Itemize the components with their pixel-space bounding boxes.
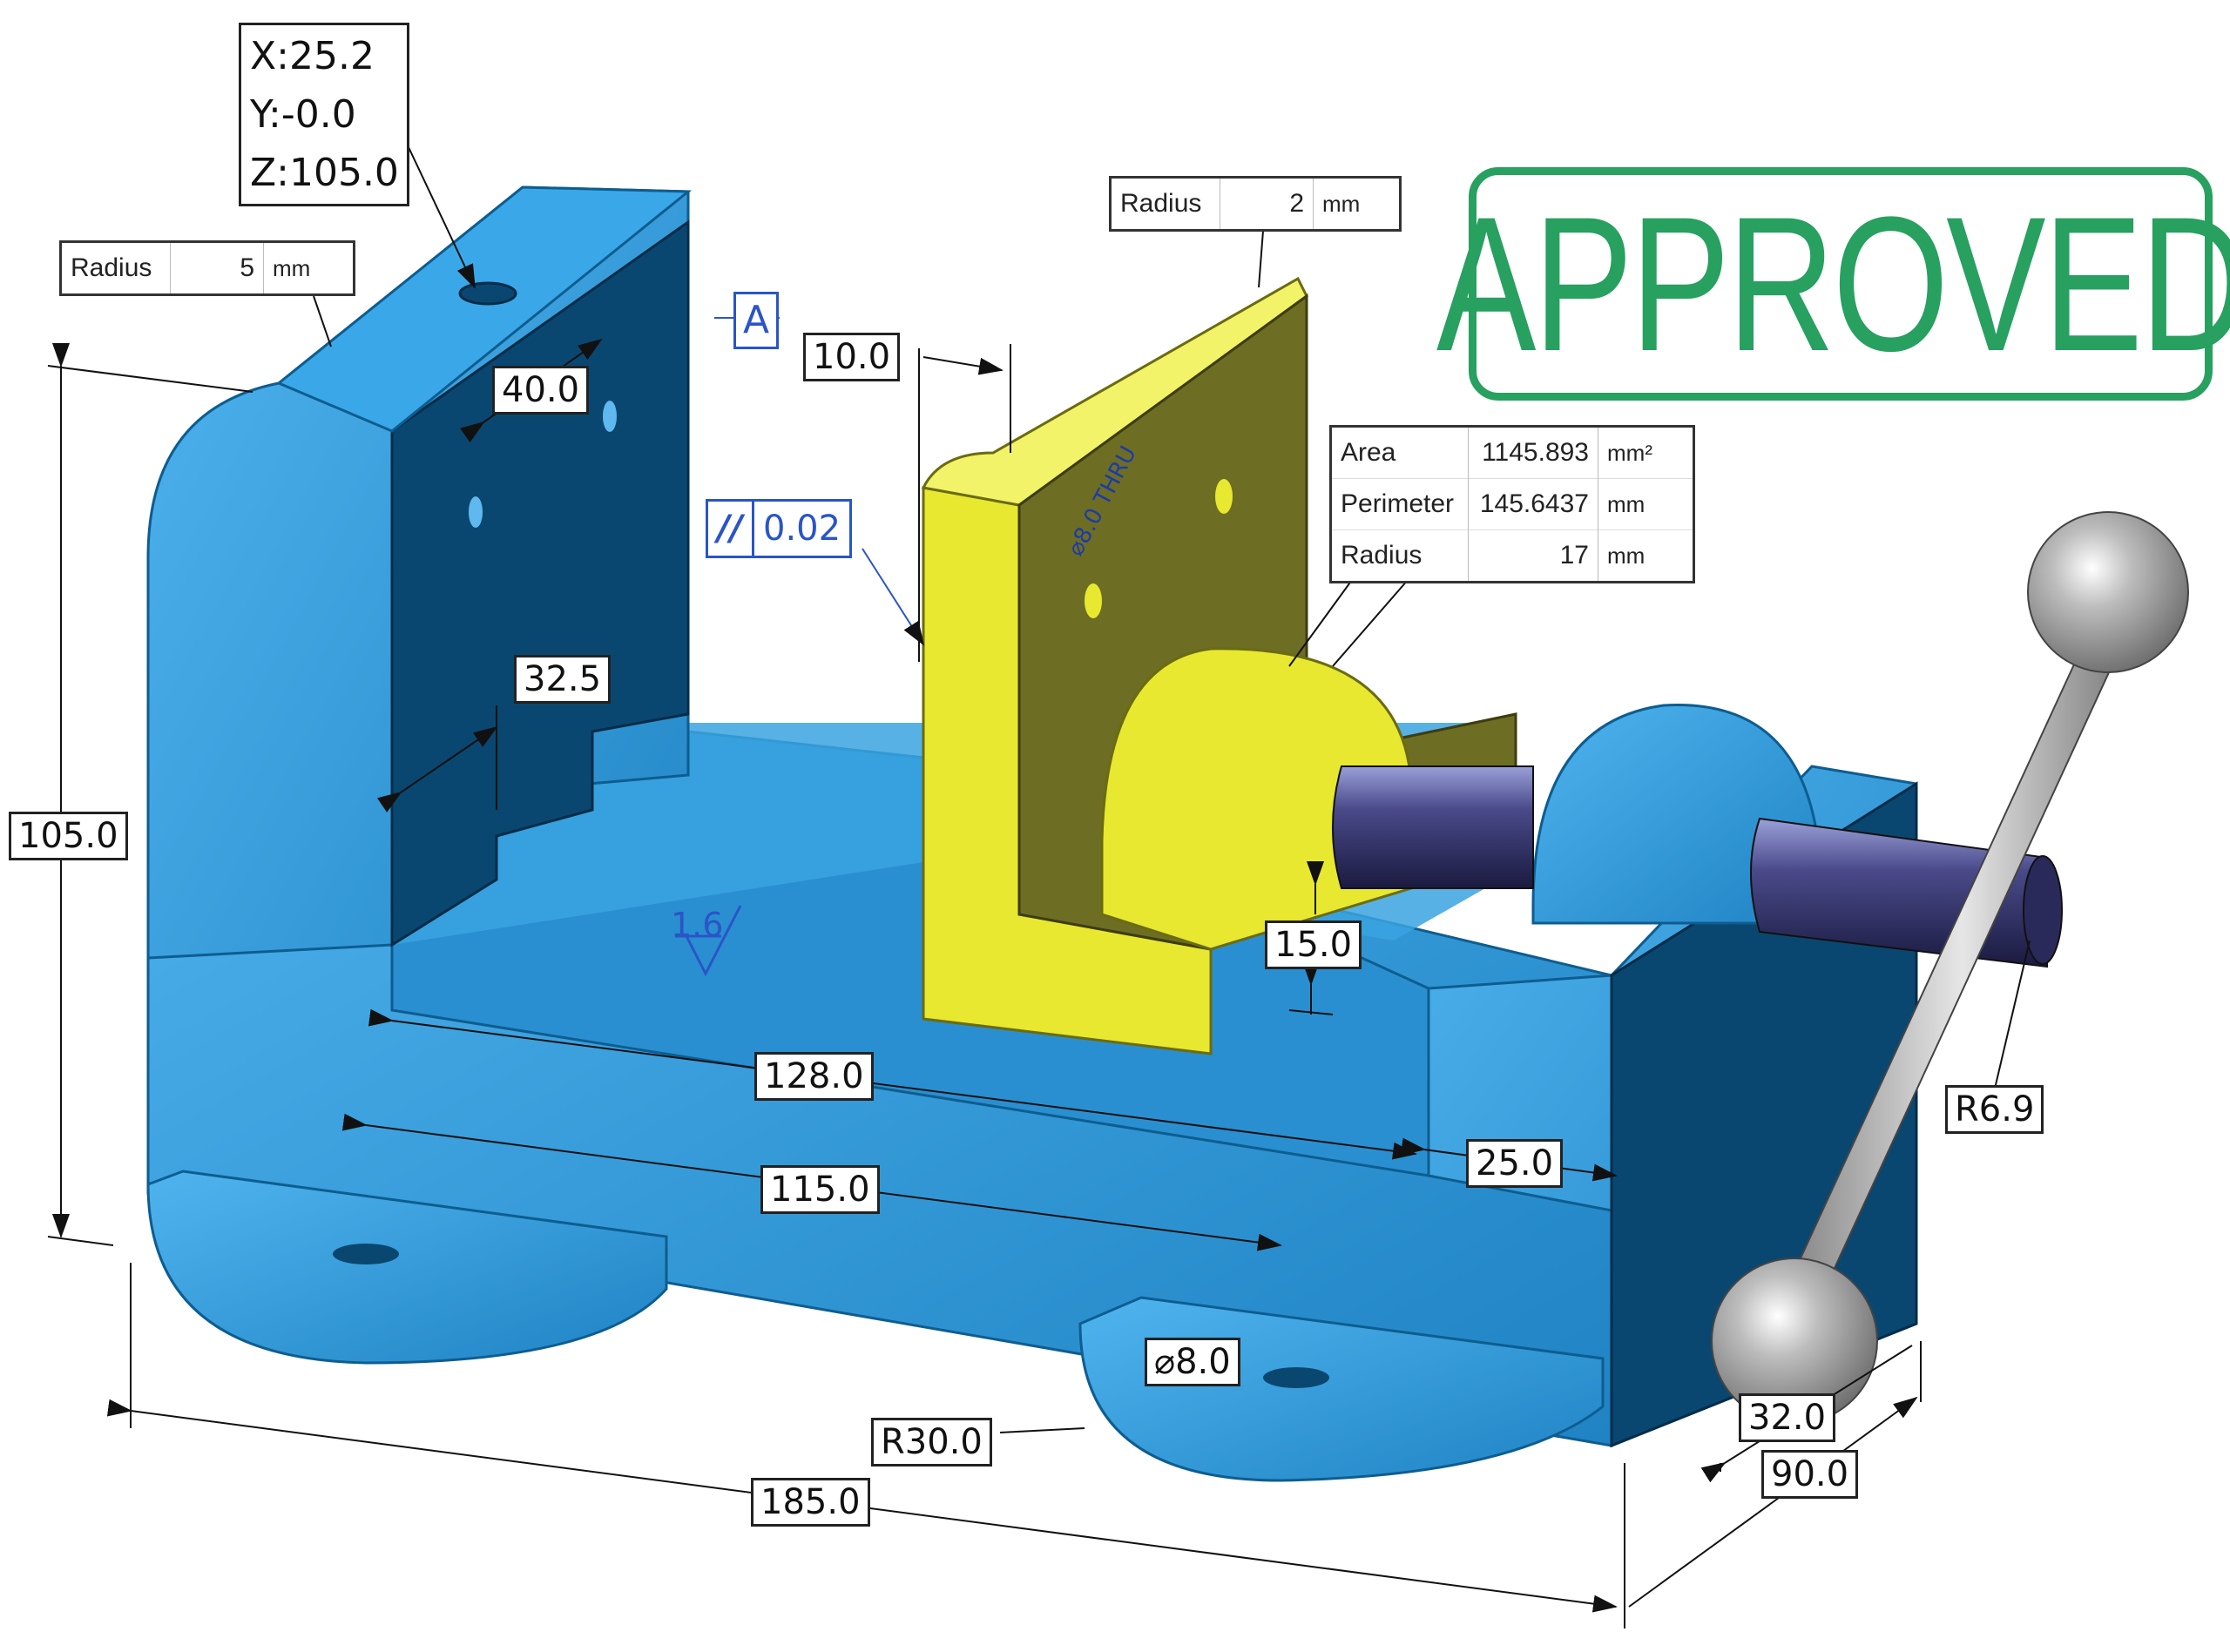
jaw-hole-1	[1215, 479, 1233, 514]
dim-105: 105.0	[9, 812, 128, 860]
dim-32: 32.0	[1739, 1393, 1836, 1442]
dim-r30: R30.0	[871, 1418, 992, 1467]
area-unit: mm²	[1607, 439, 1652, 466]
radius-left-label: Radius	[60, 241, 171, 295]
coord-x: X:25.2	[250, 34, 375, 78]
radius-jaw-value: 2	[1220, 177, 1314, 231]
dim-115: 115.0	[760, 1165, 880, 1214]
foot-left-hole	[333, 1244, 399, 1264]
parallelism-frame: // 0.02	[706, 499, 853, 558]
jaw-nut	[1100, 647, 1413, 951]
radius-left-value: 5	[170, 241, 264, 295]
radius-table-jaw: Radius 2 mm	[1109, 176, 1402, 232]
foot-right-hole	[1263, 1367, 1329, 1388]
perimeter-unit: mm	[1598, 478, 1694, 530]
dim-8: ⌀8.0	[1145, 1338, 1240, 1386]
hole-face-1	[603, 401, 617, 432]
screw-boss	[1531, 704, 1822, 925]
radius-jaw-label: Radius	[1110, 177, 1220, 231]
jaw-hole-2	[1085, 583, 1102, 618]
screw-end	[2023, 855, 2063, 965]
dim-32-5: 32.5	[514, 655, 612, 704]
approved-stamp: APPROVED	[1436, 167, 2230, 401]
left-jaw-top	[276, 185, 693, 433]
perimeter-value: 145.6437	[1468, 478, 1598, 530]
dim-r6-9: R6.9	[1945, 1085, 2044, 1134]
dim-128: 128.0	[754, 1052, 874, 1101]
radius-label: Radius	[1330, 529, 1469, 583]
area-label: Area	[1330, 426, 1469, 479]
area-value: 1145.893	[1468, 426, 1598, 479]
dim-90: 90.0	[1761, 1450, 1859, 1499]
coord-z: Z:105.0	[250, 151, 399, 195]
dim-10: 10.0	[803, 333, 901, 381]
hole-top	[458, 281, 517, 306]
radius-unit: mm	[1598, 529, 1694, 583]
lead-screw-1	[1332, 765, 1534, 889]
coordinate-readout: X:25.2 Y:-0.0 Z:105.0	[239, 23, 409, 206]
roughness-symbol	[675, 905, 742, 977]
moving-jaw-top	[921, 276, 1308, 507]
dim-25: 25.0	[1466, 1139, 1564, 1188]
coord-y: Y:-0.0	[250, 92, 356, 137]
approved-stamp-text: APPROVED	[1436, 176, 2230, 391]
radius-left-unit: mm	[273, 254, 311, 281]
hole-face-2	[469, 496, 483, 528]
parallelism-tolerance: 0.02	[763, 509, 841, 549]
dim-40: 40.0	[492, 366, 590, 415]
dim-15: 15.0	[1265, 920, 1362, 969]
parallelism-symbol: //	[708, 502, 754, 556]
dim-185: 185.0	[751, 1478, 870, 1527]
radius-jaw-unit: mm	[1322, 190, 1361, 217]
dimension-lines	[47, 130, 2031, 1628]
radius-value: 17	[1468, 529, 1598, 583]
datum-label: A	[733, 292, 779, 349]
perimeter-label: Perimeter	[1330, 478, 1469, 530]
measure-table: Area 1145.893 mm² Perimeter 145.6437 mm …	[1329, 425, 1695, 583]
radius-table-left: Radius 5 mm	[59, 240, 355, 296]
handle-ball-top	[2027, 511, 2189, 673]
surface-finish-value: 1.6	[671, 906, 724, 944]
